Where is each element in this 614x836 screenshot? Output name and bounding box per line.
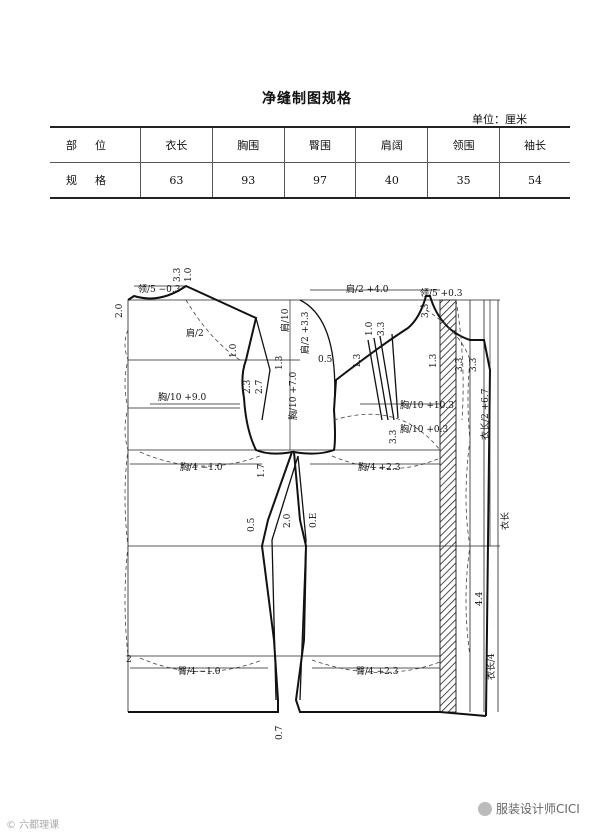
- table-row: 规格 63 93 97 40 35 54: [50, 162, 570, 199]
- label-collar-back: 领/5 −0.3: [138, 283, 181, 295]
- label-4-4: 4.4: [475, 591, 485, 606]
- col-header: 袖长: [499, 126, 570, 163]
- label-3-3-right2: 3.3: [469, 357, 479, 372]
- watermark-right-text: 服装设计师CICI: [496, 802, 580, 816]
- unit-label: 单位：厘米: [472, 113, 527, 126]
- label-1-3-placket: 1.3: [429, 353, 439, 368]
- label-1-0b: 1.0: [229, 343, 239, 358]
- label-1-0: 1.0: [184, 267, 194, 282]
- table-cell: 35: [427, 162, 500, 199]
- header-label: 部位: [50, 126, 141, 163]
- col-header: 胸围: [211, 126, 285, 163]
- label-2-0: 2.0: [115, 303, 125, 318]
- table-cell: 54: [499, 162, 570, 199]
- label-3-3: 3.3: [173, 267, 183, 282]
- table-cell: 63: [140, 162, 213, 199]
- label-chest-4-plus-2-3: 胸/4 +2.3: [358, 461, 401, 473]
- col-header: 衣长: [140, 126, 213, 163]
- label-chest-4-minus-1: 胸/4 −1.0: [180, 461, 223, 473]
- table-cell: 40: [355, 162, 428, 199]
- label-0-5-top: 0.5: [318, 355, 333, 365]
- label-chest-10-plus-10-3: 胸/10 +10.3: [400, 399, 454, 411]
- watermark-left: © 六都理课: [6, 820, 60, 831]
- label-hip-4-minus-1: 臀/4 −1.0: [178, 666, 221, 677]
- label-2-7: 2.7: [255, 379, 265, 394]
- draft-labels: 领/5 −0.3 3.3 1.0 2.0 肩/2 肩/2 +4.0 领/5 +0…: [115, 267, 511, 740]
- label-3-3-collar: 3.3: [421, 303, 431, 318]
- row-label: 规格: [50, 162, 141, 199]
- label-2-0-mid: 2.0: [283, 513, 293, 528]
- label-1-3: 1.3: [275, 355, 285, 370]
- dashed-lines: [124, 299, 471, 673]
- placket-hatch: [439, 299, 457, 713]
- page-title: 净缝制图规格: [262, 91, 352, 107]
- label-3-3-front: 3.3: [377, 321, 387, 336]
- label-2-3: 2.3: [243, 379, 253, 394]
- col-header: 臀围: [283, 126, 356, 163]
- table-cell: 93: [211, 162, 285, 199]
- col-header: 领围: [427, 126, 500, 163]
- label-0-E: 0.E: [309, 513, 319, 528]
- label-0-7: 0.7: [275, 725, 285, 740]
- label-chest-10-plus-0-3: 胸/10 +0.3: [400, 423, 448, 435]
- label-1-0-front: 1.0: [365, 321, 375, 336]
- label-length-2-plus-6-7: 衣长/2 +6.7: [479, 388, 491, 440]
- table-header-row: 部位 衣长 胸围 臀围 肩阔 领围 袖长: [50, 126, 570, 163]
- label-chest-10-plus-7: 胸/10 +7.0: [287, 372, 299, 420]
- table-cell: 97: [283, 162, 356, 199]
- col-header: 肩阔: [355, 126, 428, 163]
- label-shoulder-half: 肩/2: [186, 327, 204, 339]
- label-hip-4-plus-2-3: 臀/4 +2.3: [356, 666, 399, 677]
- dimension-lines: [130, 300, 491, 669]
- label-shoulder-half-plus: 肩/2 +4.0: [346, 283, 389, 295]
- label-3-3-dart: 3.3: [389, 429, 399, 444]
- wechat-icon: [478, 802, 492, 816]
- back-outline: [127, 284, 294, 713]
- label-chest-10-plus-9: 胸/10 +9.0: [158, 391, 206, 403]
- label-shoulder-10: 肩/10: [279, 308, 291, 332]
- label-3-3-right: 3.3: [455, 357, 465, 372]
- label-1-7: 1.7: [257, 463, 267, 478]
- label-0-5: 0.5: [247, 517, 257, 532]
- spec-table: 部位 衣长 胸围 臀围 肩阔 领围 袖长 规格 63 93 97 40 35 5…: [50, 126, 570, 199]
- label-shoulder-plus-3-3: 肩/2 +3.3: [299, 311, 311, 354]
- label-length: 衣长: [499, 512, 511, 530]
- front-outline: [292, 295, 492, 717]
- label-length-4: 衣长/4: [485, 653, 497, 680]
- label-2-small: 2: [126, 655, 132, 665]
- label-1-3-front: 1.3: [353, 353, 363, 368]
- label-collar-front: 领/5 +0.3: [420, 287, 463, 299]
- watermark-right: 服装设计师CICI: [478, 800, 580, 817]
